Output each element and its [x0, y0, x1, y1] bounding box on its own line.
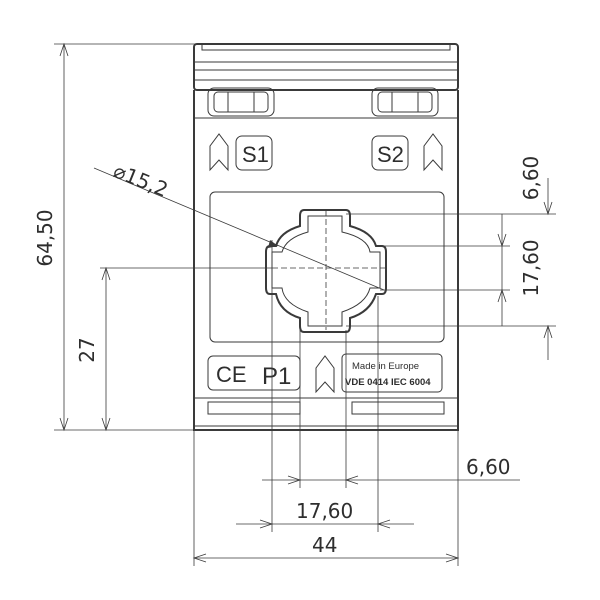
made-in-text: Made in Europe	[352, 361, 419, 372]
cap-rim	[201, 43, 451, 51]
housing-outline	[193, 90, 459, 431]
terminal-screw-right	[371, 87, 439, 117]
width-total-label: 44	[312, 533, 337, 557]
terminal-label-s1: S1	[235, 135, 273, 171]
arrow-up-icon	[423, 133, 443, 172]
diameter-leader	[93, 167, 385, 291]
right-small-label: 6,60	[519, 156, 543, 201]
leader-arrow-icon	[268, 240, 278, 248]
bottom-small-label: 6,60	[466, 455, 511, 479]
right-large-label: 17,60	[519, 239, 543, 296]
height-center-label: 27	[75, 337, 99, 362]
dimension-height-total: 64,50	[33, 42, 196, 432]
s1-text: S1	[242, 142, 269, 167]
dimension-right-small: 6,60	[346, 156, 556, 360]
dimension-height-center: 27	[75, 266, 272, 432]
standard-text: VDE 0414 IEC 6004	[345, 377, 431, 388]
arrow-up-icon	[315, 355, 335, 394]
ce-mark: CE	[216, 362, 247, 387]
s2-text: S2	[377, 142, 404, 167]
window-panel	[209, 191, 445, 343]
marking-plate-right	[341, 353, 443, 393]
dimension-bottom-small: 6,60	[262, 330, 520, 488]
terminal-label-s2: S2	[371, 135, 409, 171]
bottom-large-label: 17,60	[296, 499, 353, 523]
arrow-up-icon	[209, 133, 229, 172]
base-rail-left	[207, 401, 301, 415]
dimension-right-large: 17,60	[380, 214, 543, 326]
p1-mark: P1	[262, 363, 291, 390]
base-rail-right	[351, 401, 445, 415]
center-lines	[93, 167, 386, 330]
height-total-label: 64,50	[33, 209, 57, 266]
top-cap	[193, 43, 459, 91]
dimension-width-total: 44	[192, 430, 460, 566]
bore-diameter-label: ⌀15,2	[110, 158, 171, 201]
terminal-screw-left	[207, 87, 275, 117]
dimension-bottom-large: 17,60	[236, 240, 414, 532]
